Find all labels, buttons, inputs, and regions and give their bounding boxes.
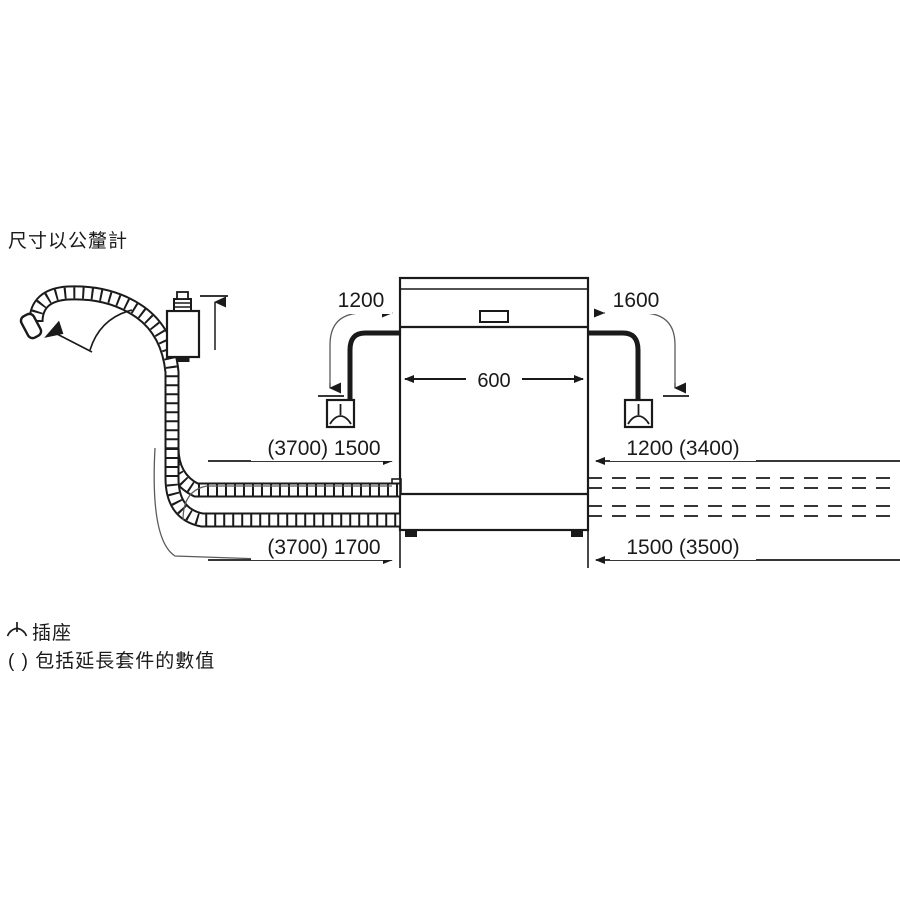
socket-box-right [623,398,654,429]
foot-right [571,530,583,537]
dimension-mid-left: (3700) 1500 [182,435,401,536]
aquastop-valve-box [165,291,228,362]
foot-left [405,530,417,537]
dimension-1600-right-label: 1600 [613,289,660,312]
power-cable-left [347,330,400,402]
dimension-bottom-right: 1500 (3500) [587,534,900,568]
dashed-hose-routes-right [588,477,900,517]
dimension-mid-left-label: (3700) 1500 [267,437,380,460]
dishwasher-body [391,276,590,537]
display-window [479,310,509,323]
dimension-1600-right: 1600 [594,288,689,397]
power-socket-icon [6,622,28,637]
dimension-bottom-left-label: (3700) 1700 [267,536,380,559]
dimension-1200-left-label: 1200 [338,289,385,312]
appliance-width-dimension: 600 [404,366,584,392]
dimension-1200-left: 1200 [318,288,393,397]
dimension-bottom-left: (3700) 1700 [153,447,401,568]
dimension-mid-right-label: 1200 (3400) [626,437,739,460]
page-title: 尺寸以公釐計 [8,231,129,252]
socket-box-left [325,398,356,429]
dimension-bottom-right-label: 1500 (3500) [626,536,739,559]
dimension-mid-right: 1200 (3400) [587,435,900,536]
legend-socket-label: 插座 [32,623,73,644]
hose-end-connector [19,312,43,340]
legend-bracket-label: ( ) 包括延長套件的數值 [8,651,216,672]
corrugated-drain-hose [164,448,400,528]
hose-rotation-arrow [44,309,133,353]
appliance-width-label: 600 [477,370,510,392]
power-cable-right [588,330,641,402]
